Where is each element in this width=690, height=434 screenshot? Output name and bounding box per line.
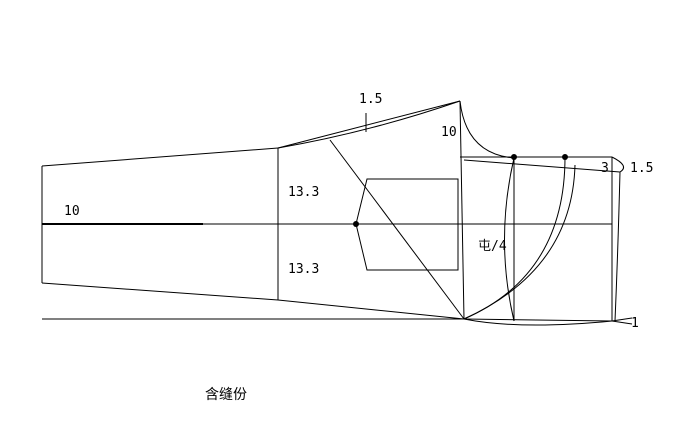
top-edge-mid [277,100,461,149]
dot-neck-right [562,154,568,160]
diagonal-upper [329,139,465,320]
label-shoulder-drop: 3 [601,161,609,176]
shoulder-line [463,159,621,173]
label-armhole-ref: 屯/4 [478,239,507,254]
label-hem-ease: 1 [631,316,639,331]
label-neck-curve: 10 [441,125,457,140]
outer-right-curve [614,171,621,322]
dot-neck-left [511,154,517,160]
bottom-edge-mid [277,299,465,320]
label-ease-top: 1.5 [359,92,382,107]
top-edge-left [41,147,279,167]
label-upper-height: 13.3 [288,185,319,200]
dot-center [353,221,359,227]
bottom-edge-left [41,282,279,301]
ease-curve [277,100,461,149]
hem-tick-a [611,317,633,322]
armhole-curve-right [463,164,576,320]
neck-curve [459,100,515,159]
inner-box [355,178,459,271]
hem-tick-b [611,320,633,325]
label-shoulder-ease: 1.5 [630,161,653,176]
label-lower-height: 13.3 [288,262,319,277]
bottom-right [463,318,613,322]
diagonal-peak [459,100,465,320]
armhole-curve-inner [504,157,515,322]
label-sleeve-length: 10 [64,204,80,219]
hem-curve [463,318,613,326]
caption: 含缝份 [205,387,247,403]
shoulder-ease-curve [611,156,625,173]
